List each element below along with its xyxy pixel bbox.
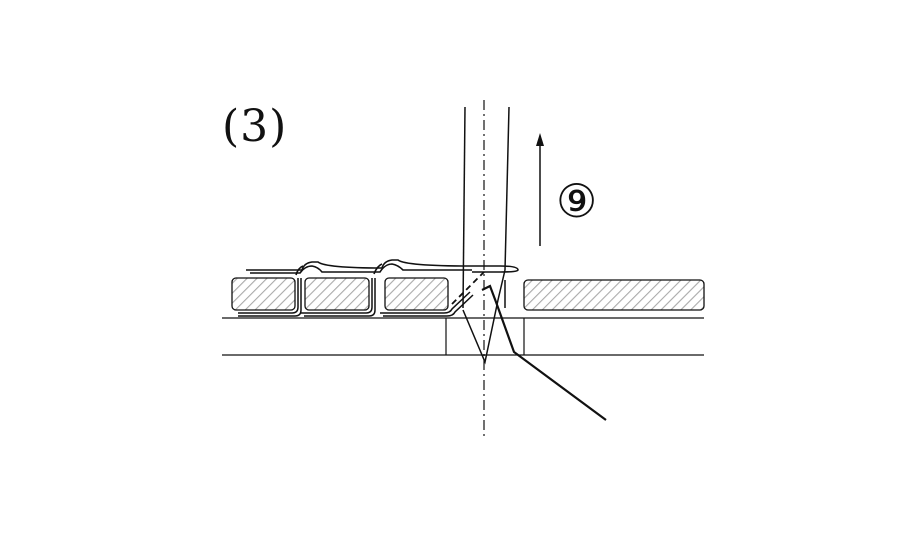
fabric-block-1 (231, 277, 296, 311)
top-thread (246, 259, 519, 276)
fabric-blocks (231, 277, 705, 311)
lower-thread-tail (481, 284, 607, 421)
needle (462, 106, 510, 365)
bed-plate (222, 317, 704, 356)
step-label: (3) (222, 101, 288, 152)
hidden-thread (451, 271, 485, 305)
direction-label: ⑨ (556, 174, 598, 228)
fabric-block-4 (523, 279, 705, 311)
up-arrow-icon (536, 133, 544, 246)
bottom-thread (238, 278, 474, 317)
fabric-block-2 (304, 277, 370, 311)
fabric-block-3 (384, 277, 449, 311)
